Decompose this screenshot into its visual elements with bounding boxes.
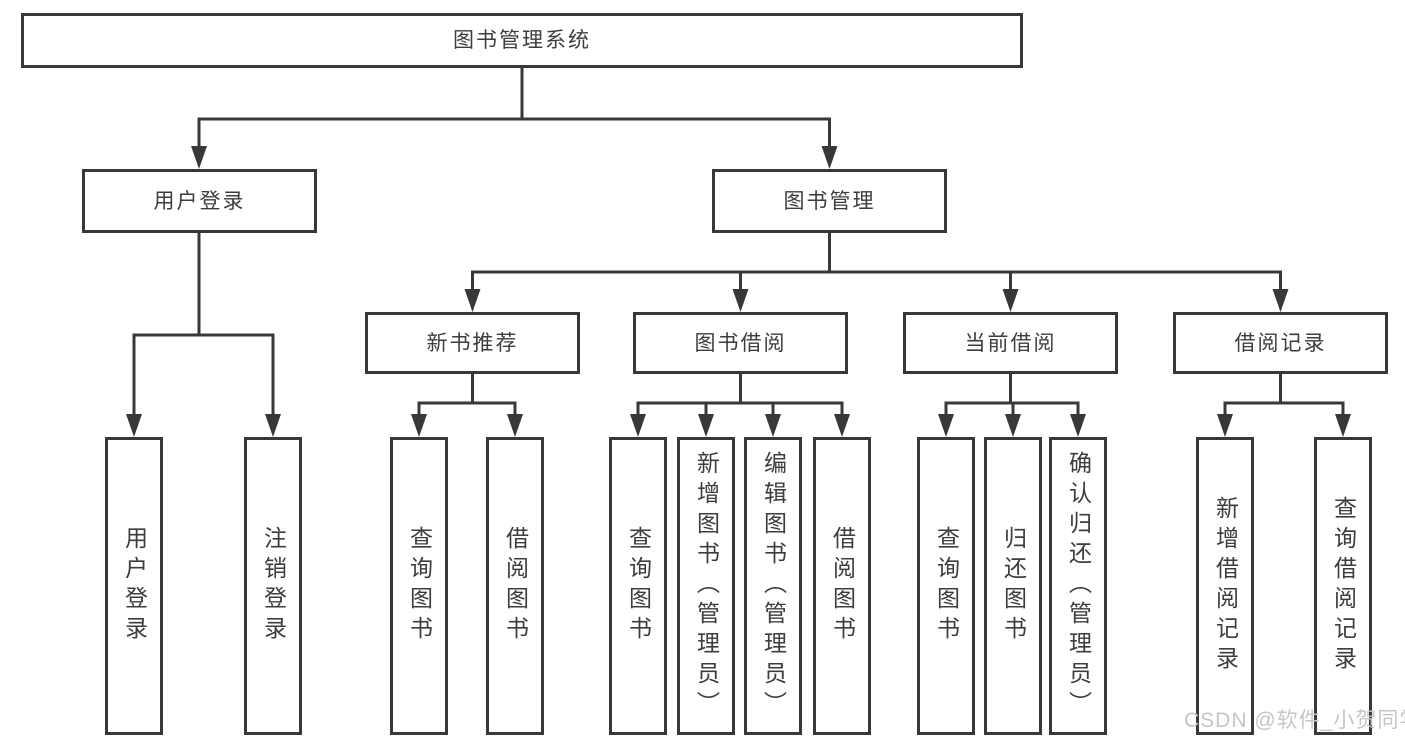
arrow-down-icon (191, 146, 207, 169)
leaf-query-books-recommend-label: 查询图书 (406, 526, 433, 646)
leaf-add-borrowing-record: 新增借阅记录 (1196, 437, 1254, 735)
node-new-book-recommend-label: 新书推荐 (426, 331, 519, 355)
leaf-borrow-books-recommend: 借阅图书 (486, 437, 544, 735)
arrow-down-icon (938, 414, 954, 437)
node-root-system: 图书管理系统 (21, 13, 1023, 68)
connector-current-borrowing-group (944, 373, 1080, 418)
connector-borrowing-records-group (1223, 373, 1345, 418)
leaf-borrow-books-borrowing: 借阅图书 (813, 437, 871, 735)
arrow-down-icon (698, 414, 714, 437)
leaf-query-books-recommend: 查询图书 (390, 437, 448, 735)
csdn-watermark: CSDN @软件_小贺同学 (1184, 709, 1405, 732)
leaf-edit-books-admin-label: 编辑图书（管理员） (760, 451, 787, 721)
node-current-borrowing: 当前借阅 (903, 312, 1118, 374)
leaf-confirm-return-admin-label: 确认归还（管理员） (1065, 451, 1092, 721)
leaf-query-borrowing-record: 查询借阅记录 (1314, 437, 1372, 735)
arrow-down-icon (821, 146, 838, 169)
arrow-down-icon (1005, 414, 1021, 437)
connector-new-book-recommend-group (417, 373, 517, 418)
leaf-confirm-return-admin: 确认归还（管理员） (1049, 437, 1107, 735)
arrow-down-icon (1335, 414, 1351, 437)
leaf-add-borrowing-record-label: 新增借阅记录 (1212, 496, 1239, 676)
leaf-borrow-books-recommend-label: 借阅图书 (502, 526, 529, 646)
arrow-down-icon (630, 414, 646, 437)
node-user-login-label: 用户登录 (153, 189, 246, 213)
node-borrowing-records-label: 借阅记录 (1234, 331, 1327, 355)
leaf-query-books-borrowing: 查询图书 (609, 437, 667, 735)
node-new-book-recommend: 新书推荐 (365, 312, 580, 374)
node-book-management-label: 图书管理 (783, 189, 876, 213)
arrow-down-icon (126, 414, 142, 437)
arrow-down-icon (265, 414, 281, 437)
leaf-logout-action: 注销登录 (244, 437, 302, 735)
leaf-user-login-action: 用户登录 (105, 437, 163, 735)
node-user-login: 用户登录 (82, 169, 317, 233)
node-book-borrowing: 图书借阅 (633, 312, 848, 374)
arrow-down-icon (411, 414, 427, 437)
leaf-logout-action-label: 注销登录 (260, 526, 287, 646)
leaf-edit-books-admin: 编辑图书（管理员） (744, 437, 802, 735)
arrow-down-icon (507, 414, 523, 437)
node-book-borrowing-label: 图书借阅 (694, 331, 787, 355)
leaf-query-books-borrowing-label: 查询图书 (625, 526, 652, 646)
connector-root-to-level1 (197, 66, 831, 150)
arrow-down-icon (765, 414, 781, 437)
leaf-return-books-label: 归还图书 (1000, 526, 1027, 646)
node-borrowing-records: 借阅记录 (1173, 312, 1388, 374)
leaf-query-books-current-label: 查询图书 (933, 526, 960, 646)
arrow-down-icon (1217, 414, 1233, 437)
leaf-return-books: 归还图书 (984, 437, 1042, 735)
arrow-down-icon (1070, 414, 1086, 437)
connector-book-management-to-level2 (471, 231, 1282, 295)
node-root-system-label: 图书管理系统 (453, 29, 591, 52)
node-current-borrowing-label: 当前借阅 (964, 331, 1057, 355)
leaf-add-books-admin-label: 新增图书（管理员） (693, 451, 720, 721)
leaf-user-login-action-label: 用户登录 (121, 526, 148, 646)
leaf-borrow-books-borrowing-label: 借阅图书 (829, 526, 856, 646)
arrow-down-icon (1002, 289, 1019, 312)
arrow-down-icon (732, 289, 749, 312)
arrow-down-icon (464, 289, 481, 312)
connector-book-borrowing-group (636, 373, 844, 418)
leaf-query-borrowing-record-label: 查询借阅记录 (1330, 496, 1357, 676)
connector-user-login-group (132, 231, 275, 418)
arrow-down-icon (834, 414, 850, 437)
arrow-down-icon (1272, 289, 1289, 312)
arrowheads (126, 146, 1351, 437)
leaf-query-books-current: 查询图书 (917, 437, 975, 735)
node-book-management: 图书管理 (712, 169, 947, 233)
leaf-add-books-admin: 新增图书（管理员） (677, 437, 735, 735)
